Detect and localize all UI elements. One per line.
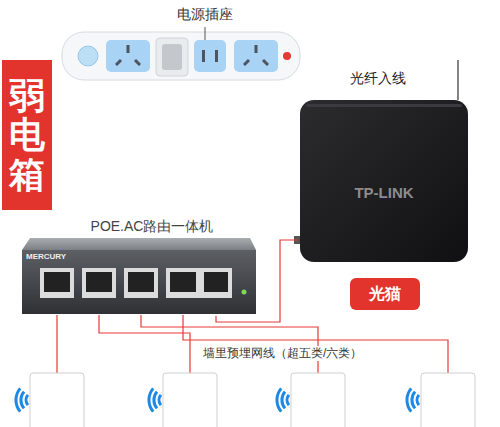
ap-body — [30, 373, 84, 427]
socket-hole — [255, 45, 258, 53]
poe-router: POE.AC路由一体机 MERCURY — [20, 218, 258, 316]
wan-port — [200, 268, 232, 298]
wire-label: 墙里预埋网线（超五类/六类） — [200, 346, 365, 361]
ap-body — [421, 373, 475, 427]
socket-hole — [263, 60, 268, 65]
ap-body — [291, 373, 345, 427]
socket-hole — [202, 50, 205, 62]
socket-hole — [127, 45, 130, 53]
modem-brand: TP-LINK — [354, 184, 413, 202]
wifi-symbol — [407, 388, 419, 411]
fiber-line — [457, 60, 458, 100]
socket-hole — [135, 60, 140, 65]
socket-hole — [244, 60, 249, 65]
plug — [162, 44, 182, 70]
access-point — [407, 373, 475, 427]
access-point — [149, 373, 217, 427]
router-label: POE.AC路由一体机 — [91, 218, 214, 235]
modem-body — [300, 100, 468, 262]
port-hole — [86, 272, 112, 292]
leader-line — [205, 27, 206, 40]
wifi-symbol — [16, 388, 28, 411]
socket — [106, 40, 150, 72]
socket — [194, 40, 226, 72]
wifi-symbol — [277, 388, 289, 411]
network-wire — [99, 315, 190, 373]
port — [124, 268, 158, 298]
fiber-label: 光纤入线 — [350, 70, 406, 87]
port — [40, 268, 74, 298]
modem-title: 光猫 — [369, 284, 401, 303]
socket-hole — [116, 60, 121, 65]
modem-highlight — [306, 104, 462, 107]
socket — [156, 38, 188, 76]
strip-switch — [78, 46, 98, 66]
network-wire — [183, 315, 448, 373]
port — [82, 268, 116, 298]
ap-body — [163, 373, 217, 427]
network-cable — [216, 240, 298, 322]
access-point — [16, 373, 84, 427]
port-hole — [204, 272, 228, 292]
strip-body — [62, 32, 300, 80]
modem-tag: 光猫 — [350, 278, 420, 310]
port-hole — [170, 272, 196, 292]
router-top — [22, 238, 256, 250]
wifi-symbol — [149, 388, 161, 411]
cabinet-title: 弱电箱 — [9, 76, 45, 195]
socket-hole — [215, 50, 218, 62]
port — [166, 268, 200, 298]
indicator-light — [283, 52, 291, 60]
router-brand: MERCURY — [26, 252, 66, 262]
lan-ports — [40, 268, 200, 298]
network-wire — [141, 315, 318, 373]
port-hole — [128, 272, 154, 292]
socket — [234, 40, 278, 72]
router-front — [22, 250, 256, 314]
strip-label: 电源插座 — [177, 6, 233, 23]
access-point — [277, 373, 345, 427]
optical-modem: 光纤入线 TP-LINK — [298, 66, 470, 264]
cabinet-tag: 弱电箱 — [2, 60, 52, 210]
network-wire — [56, 315, 57, 373]
power-strip: 电源插座 — [62, 4, 300, 82]
port-hole — [44, 272, 70, 292]
status-light — [242, 290, 247, 295]
